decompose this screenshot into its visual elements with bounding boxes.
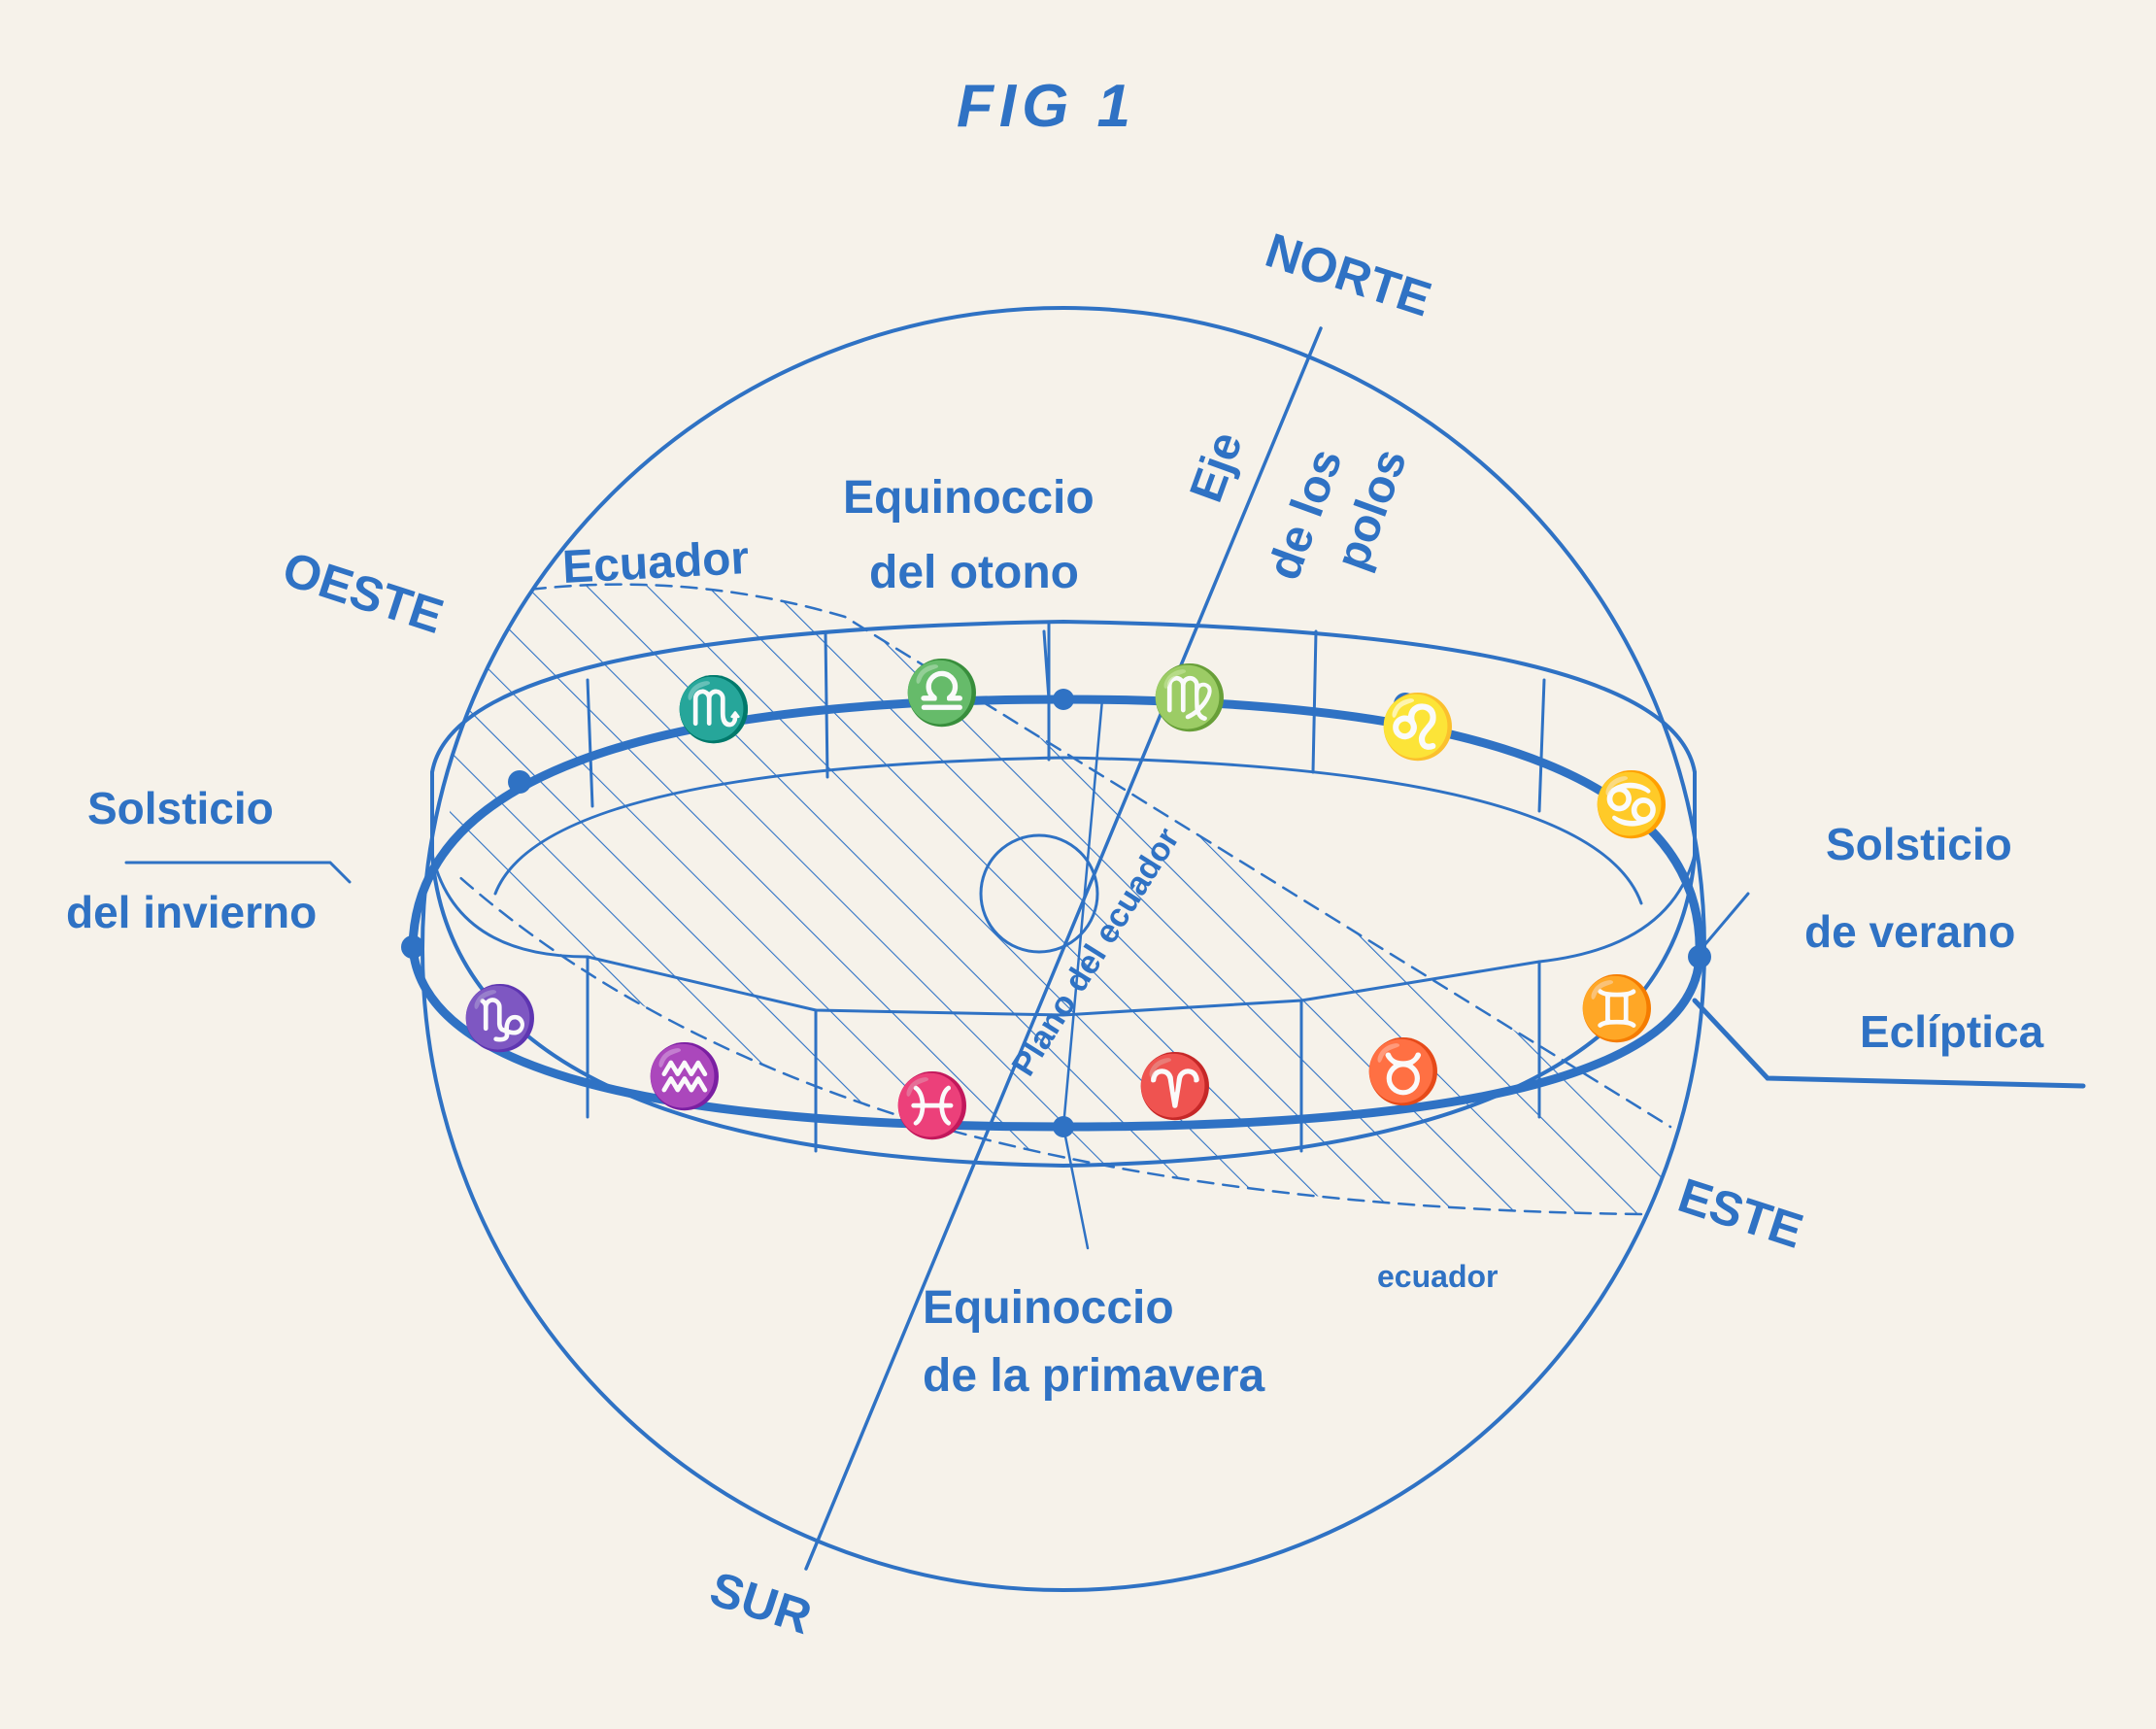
zodiac-glyph-front-2: ♒ — [646, 1041, 724, 1111]
label-solsticio-verano-line1: Solsticio — [1826, 819, 2012, 869]
label-ecliptica: Eclíptica — [1860, 1006, 2044, 1057]
zodiac-glyph-front-1: ♑ — [461, 983, 539, 1053]
zodiac-glyph-front-3: ♓ — [893, 1070, 971, 1140]
zodiac-glyph-back-4: ♌ — [1379, 692, 1457, 762]
label-equinoccio-primavera-line1: Equinoccio — [923, 1282, 1174, 1334]
label-ecuador-bottom: ecuador — [1377, 1259, 1498, 1294]
label-equinoccio-primavera-line2: de la primavera — [923, 1350, 1265, 1402]
label-sur: SUR — [704, 1561, 819, 1644]
label-equinoccio-otono-line1: Equinoccio — [843, 472, 1095, 524]
label-este: ESTE — [1672, 1168, 1810, 1259]
zodiac-glyph-back-5: ♋ — [1593, 769, 1670, 839]
label-eje-line1: Eje — [1181, 425, 1253, 509]
label-eje-line2: de los — [1259, 442, 1353, 586]
label-solsticio-verano-line2: de verano — [1804, 906, 2015, 957]
label-norte: NORTE — [1260, 222, 1438, 326]
figure-title: FIG 1 — [957, 73, 1136, 140]
label-ecuador-top: Ecuador — [561, 532, 751, 593]
zodiac-glyph-front-5: ♉ — [1364, 1036, 1442, 1106]
zodiac-glyph-front-6: ♊ — [1578, 973, 1656, 1043]
zodiac-glyph-front-4: ♈ — [1136, 1051, 1214, 1121]
zodiac-glyph-back-1: ♏ — [675, 674, 753, 744]
zodiac-glyph-back-3: ♍ — [1151, 662, 1229, 732]
label-oeste: OESTE — [277, 541, 450, 644]
label-solsticio-invierno-line1: Solsticio — [87, 783, 274, 833]
zodiac-glyph-back-2: ♎ — [903, 658, 981, 728]
label-solsticio-invierno-line2: del invierno — [66, 887, 317, 937]
label-equinoccio-otono-line2: del otono — [869, 547, 1079, 598]
